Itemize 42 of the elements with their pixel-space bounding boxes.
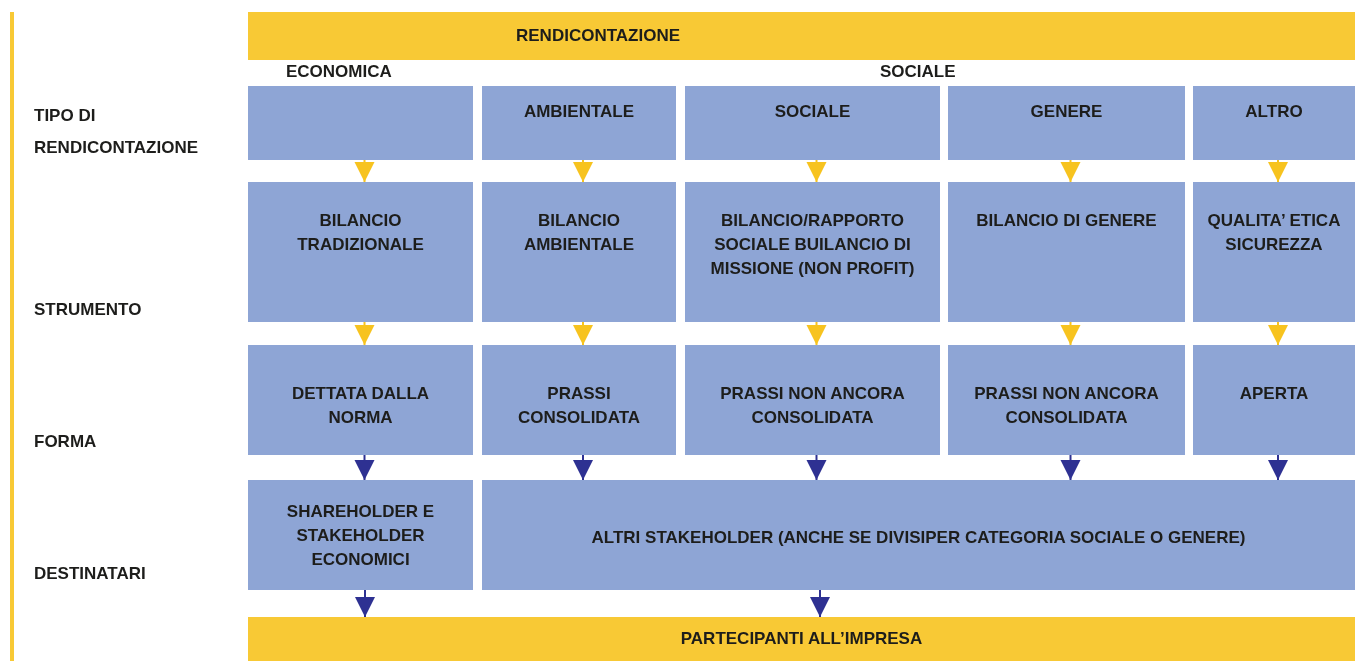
process-box: APERTA [1193, 345, 1355, 455]
arrow [1060, 454, 1081, 481]
row-header: STRUMENTO [34, 299, 142, 321]
process-box: ALTRI STAKEHOLDER (ANCHE SE DIVISIPER CATEGORIA SOCIALE O GENERE) [482, 480, 1355, 590]
arrow [1268, 454, 1288, 481]
arrow [354, 454, 375, 481]
process-box: DETTATA DALLA NORMA [248, 345, 473, 455]
process-box: GENERE [948, 86, 1185, 160]
process-box: QUALITA’ ETICA SICUREZZA [1193, 182, 1355, 322]
arrow [573, 454, 593, 481]
arrow [1268, 159, 1288, 183]
arrow [355, 589, 375, 618]
process-box: BILANCIO/RAPPORTO SOCIALE BUILANCIO DI MISSIONE (NON PROFIT) [685, 182, 940, 322]
process-box: ALTRO [1193, 86, 1355, 160]
row-header: DESTINATARI [34, 563, 146, 585]
banner-bar: RENDICONTAZIONE [248, 12, 1355, 60]
arrow [810, 589, 830, 618]
process-box: BILANCIO DI GENERE [948, 182, 1185, 322]
process-box: PRASSI NON ANCORA CONSOLIDATA [685, 345, 940, 455]
arrow [806, 159, 827, 183]
arrow [806, 321, 827, 346]
process-box: PRASSI CONSOLIDATA [482, 345, 676, 455]
process-box: PRASSI NON ANCORA CONSOLIDATA [948, 345, 1185, 455]
arrow [354, 321, 375, 346]
arrow [573, 321, 593, 346]
process-box: SOCIALE [685, 86, 940, 160]
arrow [1268, 321, 1288, 346]
process-box: BILANCIO AMBIENTALE [482, 182, 676, 322]
arrow [1060, 159, 1081, 183]
process-box: BILANCIO TRADIZIONALE [248, 182, 473, 322]
row-header: FORMA [34, 431, 97, 453]
column-header: ECONOMICA [286, 61, 392, 83]
arrow [1060, 321, 1081, 346]
banner-bar: PARTECIPANTI ALL’IMPRESA [248, 617, 1355, 661]
row-header: TIPO DI RENDICONTAZIONE [34, 105, 199, 159]
arrow [354, 159, 375, 183]
process-box: AMBIENTALE [482, 86, 676, 160]
column-header: SOCIALE [880, 61, 956, 83]
empty-box [248, 86, 473, 160]
arrow [573, 159, 593, 183]
arrow [806, 454, 827, 481]
process-box: SHAREHOLDER E STAKEHOLDER ECONOMICI [248, 480, 473, 590]
